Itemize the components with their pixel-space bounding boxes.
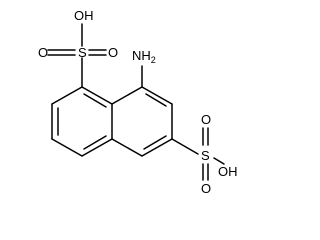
bond xyxy=(171,138,199,155)
double-bond-inner xyxy=(143,135,167,150)
label-o-top-left: O xyxy=(38,45,48,60)
double-bond-inner xyxy=(145,93,167,107)
bond xyxy=(111,86,143,105)
label-oh-right: OH xyxy=(218,164,238,179)
label-oh-top: OH xyxy=(74,8,94,23)
label-s-top: S xyxy=(78,45,87,60)
substituent-bonds xyxy=(47,23,225,181)
label-s-right: S xyxy=(201,148,210,163)
bond xyxy=(141,138,173,157)
right-ring xyxy=(111,86,173,157)
bond xyxy=(111,138,143,157)
bond xyxy=(51,86,83,105)
label-o-right-bottom: O xyxy=(201,181,211,196)
left-ring xyxy=(51,86,113,157)
atom-labels: OH S O O NH2 S O O OH xyxy=(38,8,238,196)
label-o-right-top: O xyxy=(201,112,211,127)
bond xyxy=(51,138,83,157)
bond xyxy=(81,138,113,157)
double-bond-inner xyxy=(83,93,107,108)
bond xyxy=(213,157,225,165)
label-nh2-subscript: 2 xyxy=(151,55,156,65)
double-bond-inner xyxy=(83,135,107,150)
bond xyxy=(81,86,113,105)
label-o-top-right: O xyxy=(108,45,118,60)
structure-diagram: OH S O O NH2 S O O OH xyxy=(38,8,238,196)
label-nh: NH xyxy=(132,48,151,63)
bond xyxy=(141,86,173,105)
label-nh2: NH2 xyxy=(132,48,156,65)
